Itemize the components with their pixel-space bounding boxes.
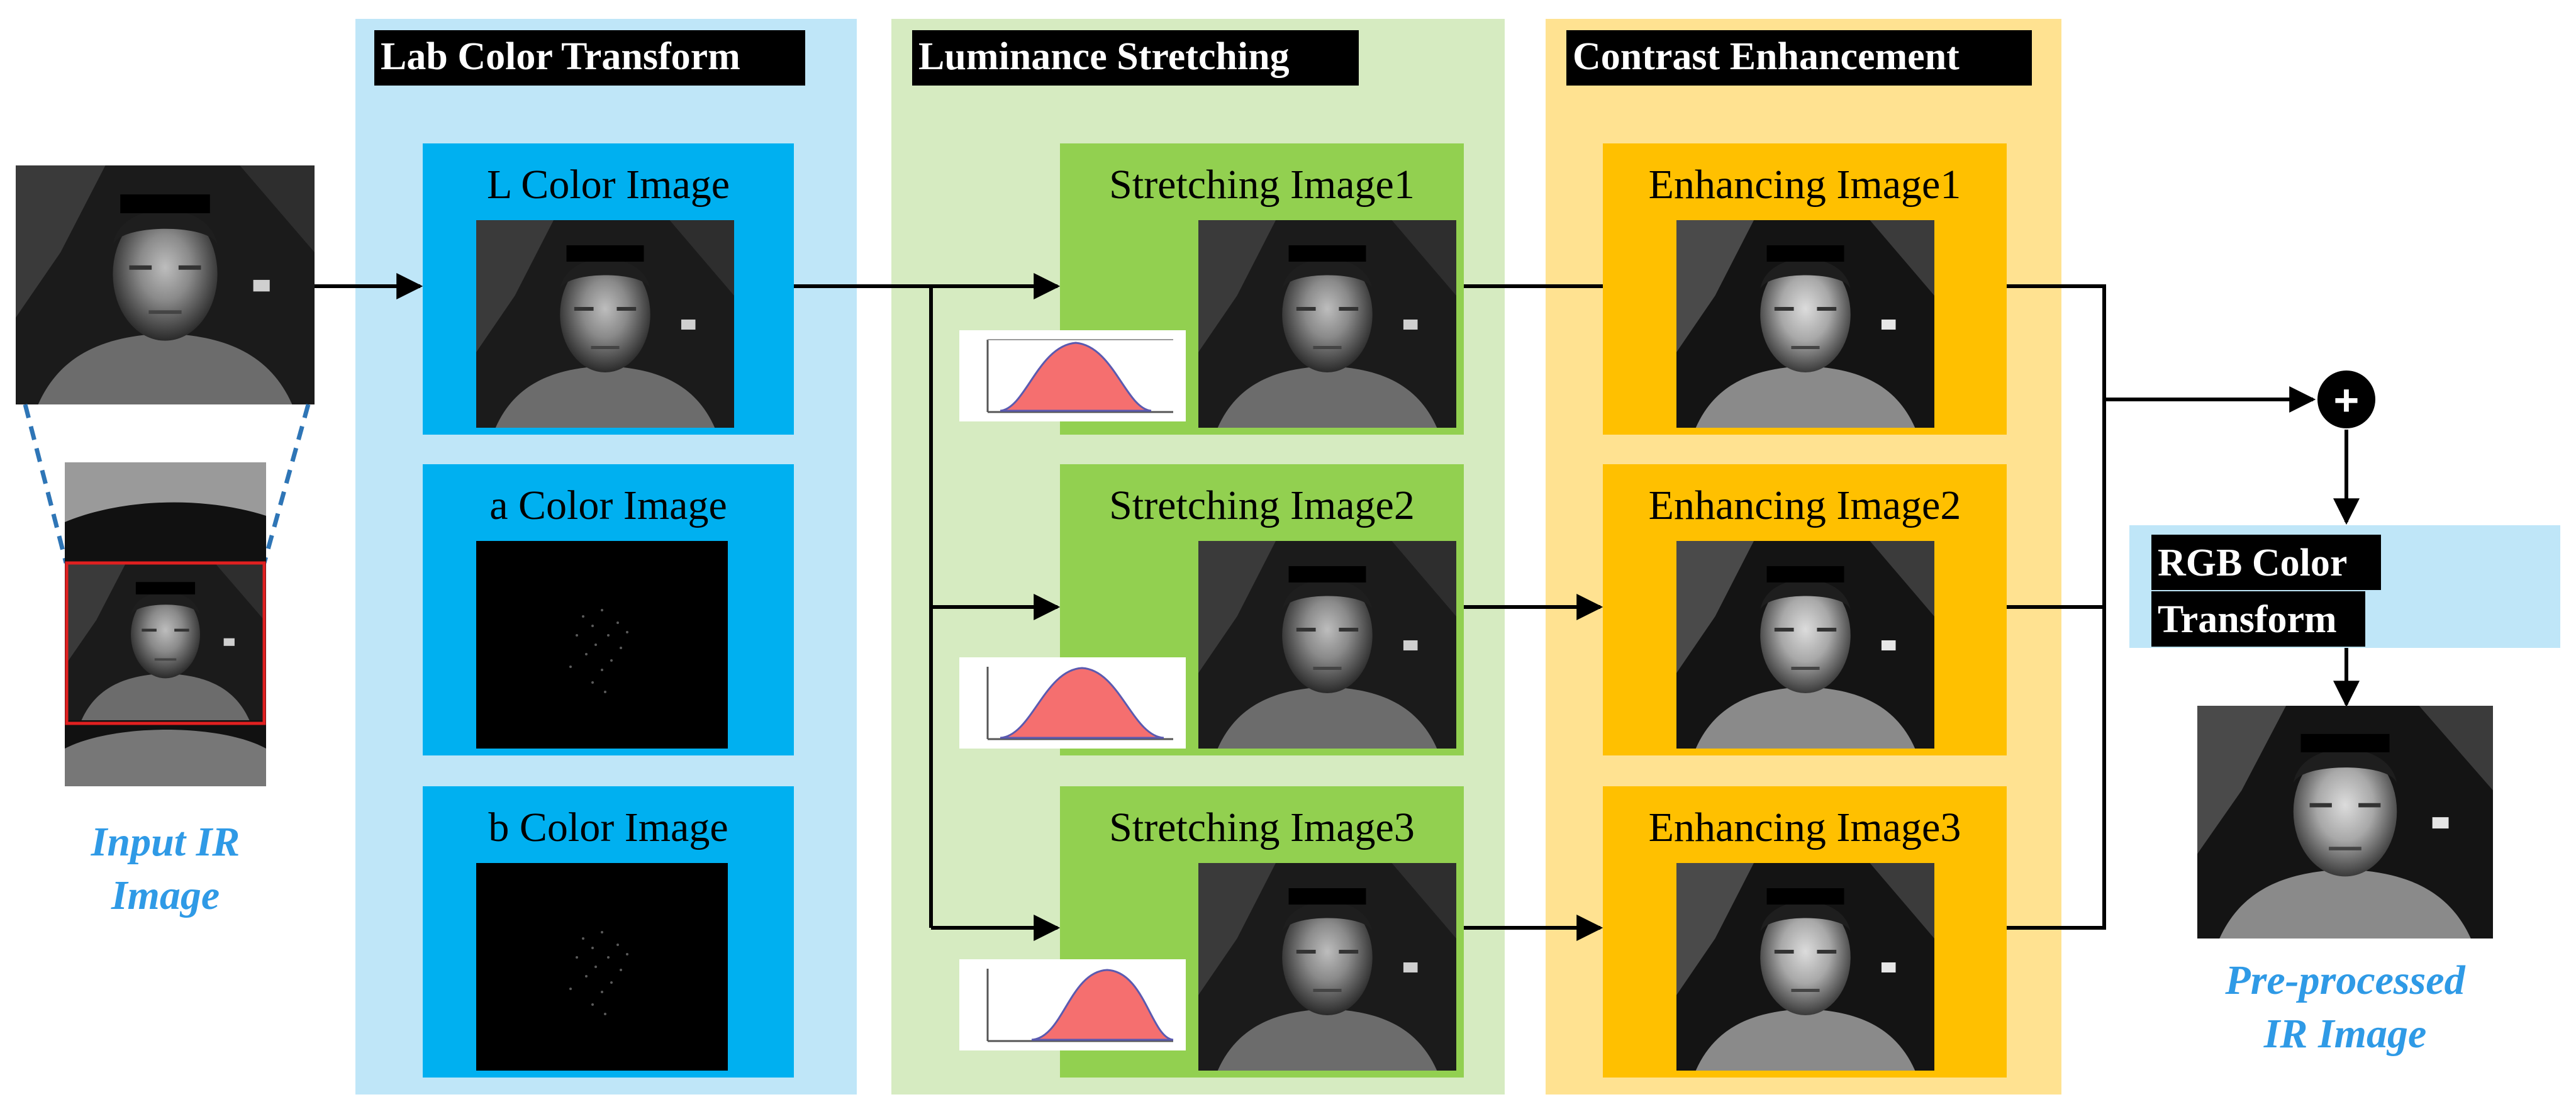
lab-box-a: a Color Image	[423, 464, 794, 755]
contrast-box-1-title: Enhancing Image1	[1649, 162, 1961, 208]
lab-box-l: L Color Image	[423, 143, 794, 435]
contrast-box-2-title: Enhancing Image2	[1649, 482, 1961, 528]
l-color-image	[476, 220, 734, 428]
lab-stage-title-bg	[374, 30, 805, 86]
stretching-image-3	[1198, 863, 1456, 1071]
zoom-line-left	[23, 404, 69, 564]
enhancing-image-2	[1676, 541, 1934, 749]
histogram-1	[959, 330, 1186, 421]
rgb-title-line2: Transform	[2158, 598, 2337, 641]
output-section: Pre-processed IR Image	[2197, 706, 2493, 1057]
contrast-box-2: Enhancing Image2	[1603, 464, 2007, 755]
lab-box-b-title: b Color Image	[488, 805, 728, 850]
lab-stage: Lab Color Transform L Color Image a Colo…	[355, 19, 857, 1095]
stretching-image-2	[1198, 541, 1456, 749]
contrast-box-3-title: Enhancing Image3	[1649, 805, 1961, 850]
stretch-box-3-title: Stretching Image3	[1109, 805, 1415, 850]
stretch-stage-title-bg	[912, 30, 1359, 86]
a-color-image	[476, 541, 728, 749]
input-caption-line1: Input IR	[91, 819, 240, 865]
lab-box-b: b Color Image	[423, 786, 794, 1078]
stretch-stage: Luminance Stretching Stretching Image1 S…	[891, 19, 1505, 1095]
input-caption-line2: Image	[111, 872, 220, 918]
rgb-title-bg-2	[2151, 591, 2365, 647]
lab-box-a-title: a Color Image	[489, 482, 727, 528]
histogram-2	[959, 657, 1186, 749]
stretching-image-1	[1198, 220, 1456, 428]
contrast-box-1: Enhancing Image1	[1603, 143, 2007, 435]
contrast-box-3: Enhancing Image3	[1603, 786, 2007, 1078]
pre-processed-ir-image	[2197, 706, 2493, 939]
stretch-box-2-title: Stretching Image2	[1109, 482, 1415, 528]
stretch-stage-title: Luminance Stretching	[918, 35, 1290, 78]
stretch-box-1-title: Stretching Image1	[1109, 162, 1415, 208]
contrast-stage-title: Contrast Enhancement	[1573, 35, 1960, 78]
connectors	[315, 273, 2360, 941]
input-ir-image-zoom-face	[16, 165, 315, 404]
contrast-stage: Contrast Enhancement Enhancing Image1 En…	[1546, 19, 2061, 1095]
input-section: Input IR Image	[16, 165, 315, 918]
zoom-line-right	[262, 404, 311, 564]
contrast-stage-title-bg	[1566, 30, 2032, 86]
rgb-title-bg-1	[2151, 535, 2381, 590]
input-ir-image-full	[65, 462, 266, 786]
enhancing-image-3	[1676, 863, 1934, 1071]
sum-node: +	[2317, 370, 2375, 428]
histogram-3	[959, 959, 1186, 1050]
b-color-image	[476, 863, 728, 1071]
output-caption-line2: IR Image	[2263, 1011, 2427, 1057]
lab-stage-title: Lab Color Transform	[381, 35, 740, 78]
lab-box-l-title: L Color Image	[487, 162, 730, 208]
roi-box	[65, 561, 266, 725]
sum-symbol: +	[2334, 376, 2360, 425]
enhancing-image-1	[1676, 220, 1934, 428]
rgb-stage: RGB Color Transform	[2129, 525, 2560, 648]
rgb-title-line1: RGB Color	[2158, 542, 2347, 584]
output-caption-line1: Pre-processed	[2224, 957, 2465, 1003]
